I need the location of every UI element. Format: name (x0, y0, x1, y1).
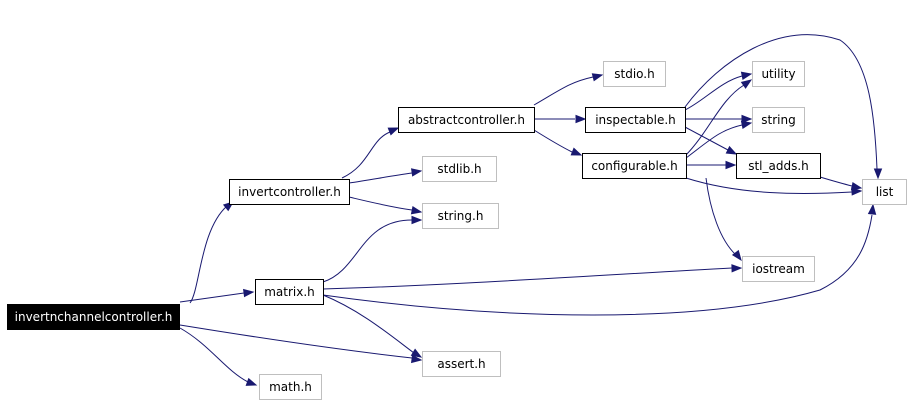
arrowhead-invertnchannelcontroller-h-to-assert-h (411, 354, 423, 364)
node-box-invertcontroller-h (229, 179, 350, 205)
edge-stl-adds-h-to-list (819, 176, 853, 187)
node-stdio-h[interactable]: stdio.h (603, 61, 666, 87)
edge-invertnchannelcontroller-h-to-math-h (179, 327, 249, 383)
arrowhead-inspectable-h-to-string (741, 114, 753, 124)
node-label-iostream: iostream (752, 262, 805, 276)
arrowhead-stl-adds-h-to-list (850, 181, 863, 191)
edge-matrix-h-to-string-h (322, 219, 413, 283)
node-label-list: list (876, 185, 894, 199)
arrowhead-abstractcontroller-h-to-inspectable-h (575, 114, 587, 124)
edge-configurable-h-to-utility (685, 84, 745, 156)
node-math-h[interactable]: math.h (259, 374, 322, 400)
node-invertnchannelcontroller-h: invertnchannelcontroller.h (7, 304, 180, 330)
arrowhead-invertcontroller-h-to-abstractcontroller-h (387, 127, 400, 136)
arrowhead-inspectable-h-to-list (873, 168, 883, 180)
node-string[interactable]: string (752, 107, 805, 133)
nodes-layer: invertnchannelcontroller.h invertcontroll… (7, 61, 907, 400)
node-box-string (752, 107, 805, 133)
edge-abstractcontroller-h-to-configurable-h (533, 129, 573, 153)
node-label-stl-adds-h: stl_adds.h (748, 159, 809, 173)
edge-inspectable-h-to-stl-adds-h (684, 126, 729, 151)
node-box-iostream (742, 256, 815, 282)
edge-inspectable-h-to-utility (684, 75, 743, 111)
node-box-utility (752, 61, 805, 87)
edge-invertcontroller-h-to-string-h (348, 196, 413, 211)
node-assert-h[interactable]: assert.h (422, 351, 501, 377)
edge-invertcontroller-h-to-stdlib-h (348, 172, 413, 184)
node-box-stl-adds-h (736, 153, 821, 179)
arrowhead-invertnchannelcontroller-h-to-matrix-h (243, 288, 255, 298)
node-list[interactable]: list (862, 179, 907, 205)
edge-invertcontroller-h-to-abstractcontroller-h (341, 131, 391, 179)
edge-matrix-h-to-assert-h (322, 294, 415, 354)
edge-matrix-h-to-list (322, 214, 873, 316)
node-label-matrix-h: matrix.h (264, 285, 315, 299)
arrowhead-inspectable-h-to-utility (740, 71, 753, 81)
node-box-list (862, 179, 907, 205)
edge-invertnchannelcontroller-h-to-assert-h (179, 324, 413, 359)
edge-configurable-h-to-list (685, 177, 853, 195)
node-string-h[interactable]: string.h (422, 203, 499, 229)
arrowhead-abstractcontroller-h-to-configurable-h (570, 147, 583, 156)
arrowhead-configurable-h-to-stl-adds-h (725, 160, 737, 170)
edge-abstractcontroller-h-to-stdio-h (533, 76, 594, 106)
node-box-inspectable-h (585, 107, 686, 133)
node-label-string: string (761, 113, 795, 127)
arrowhead-configurable-h-to-iostream (731, 249, 742, 262)
node-label-math-h: math.h (269, 380, 312, 394)
edge-invertnchannelcontroller-h-to-invertcontroller-h (189, 205, 228, 304)
node-configurable-h[interactable]: configurable.h (582, 153, 687, 179)
arrowhead-matrix-h-to-assert-h (410, 348, 423, 358)
arrowhead-abstractcontroller-h-to-stdio-h (591, 73, 604, 82)
node-label-stdio-h: stdio.h (614, 67, 654, 81)
node-box-matrix-h (255, 279, 324, 305)
node-box-invertnchannelcontroller-h (7, 304, 180, 330)
arrowhead-invertcontroller-h-to-stdlib-h (411, 168, 423, 177)
node-box-configurable-h (582, 153, 687, 179)
node-label-assert-h: assert.h (437, 357, 485, 371)
node-utility[interactable]: utility (752, 61, 805, 87)
node-label-invertnchannelcontroller-h: invertnchannelcontroller.h (15, 310, 173, 324)
node-box-string-h (422, 203, 499, 229)
edge-configurable-h-to-iostream (705, 177, 737, 256)
node-label-configurable-h: configurable.h (591, 159, 677, 173)
node-label-inspectable-h: inspectable.h (595, 113, 676, 127)
node-stdlib-h[interactable]: stdlib.h (422, 156, 497, 182)
node-invertcontroller-h[interactable]: invertcontroller.h (229, 179, 350, 205)
node-box-abstractcontroller-h (398, 107, 535, 133)
node-inspectable-h[interactable]: inspectable.h (585, 107, 686, 133)
node-box-stdlib-h (422, 156, 497, 182)
arrowhead-invertcontroller-h-to-string-h (410, 205, 423, 215)
node-box-assert-h (422, 351, 501, 377)
node-box-math-h (259, 374, 322, 400)
edge-inspectable-h-to-list (684, 34, 878, 170)
arrowhead-matrix-h-to-list (867, 203, 877, 215)
edge-matrix-h-to-iostream (322, 267, 733, 290)
edge-invertnchannelcontroller-h-to-matrix-h (179, 292, 245, 303)
arrowhead-configurable-h-to-string (740, 120, 753, 130)
arrowhead-matrix-h-to-iostream (731, 264, 743, 273)
node-label-invertcontroller-h: invertcontroller.h (238, 185, 341, 199)
node-label-string-h: string.h (438, 209, 484, 223)
arrowhead-configurable-h-to-utility (740, 79, 753, 89)
arrowhead-inspectable-h-to-stl-adds-h (725, 145, 738, 155)
edges-layer (179, 34, 883, 386)
edge-configurable-h-to-string (685, 124, 743, 159)
node-iostream[interactable]: iostream (742, 256, 815, 282)
arrowhead-matrix-h-to-string-h (411, 215, 423, 225)
node-label-utility: utility (761, 67, 795, 81)
node-label-abstractcontroller-h: abstractcontroller.h (408, 113, 525, 127)
node-label-stdlib-h: stdlib.h (437, 162, 481, 176)
node-matrix-h[interactable]: matrix.h (255, 279, 324, 305)
node-stl-adds-h[interactable]: stl_adds.h (736, 153, 821, 179)
node-abstractcontroller-h[interactable]: abstractcontroller.h (398, 107, 535, 133)
arrowhead-invertnchannelcontroller-h-to-math-h (245, 377, 258, 386)
node-box-stdio-h (603, 61, 666, 87)
